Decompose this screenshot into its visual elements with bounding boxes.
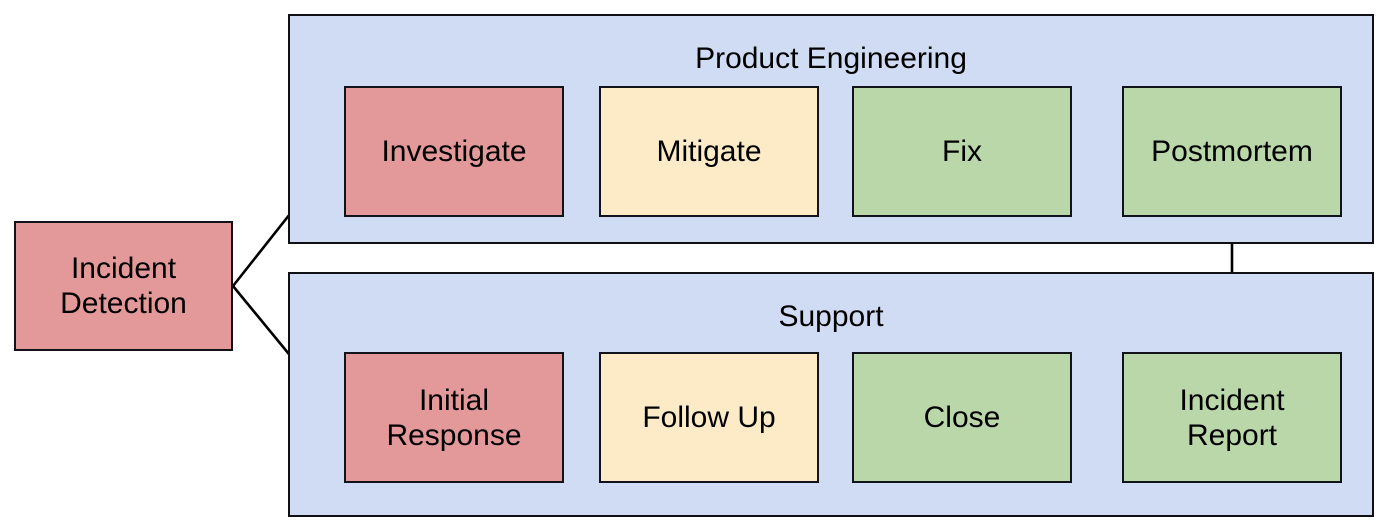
lane-title-support: Support — [778, 300, 884, 333]
lane-title-product-engineering: Product Engineering — [695, 42, 967, 75]
node-close[interactable]: Close — [852, 352, 1072, 483]
node-mitigate[interactable]: Mitigate — [599, 86, 819, 217]
node-fix[interactable]: Fix — [852, 86, 1072, 217]
node-investigate[interactable]: Investigate — [344, 86, 564, 217]
node-incident-report[interactable]: Incident Report — [1122, 352, 1342, 483]
node-postmortem[interactable]: Postmortem — [1122, 86, 1342, 217]
node-follow-up[interactable]: Follow Up — [599, 352, 819, 483]
node-initial-response[interactable]: Initial Response — [344, 352, 564, 483]
node-incident-detection[interactable]: Incident Detection — [14, 221, 233, 351]
